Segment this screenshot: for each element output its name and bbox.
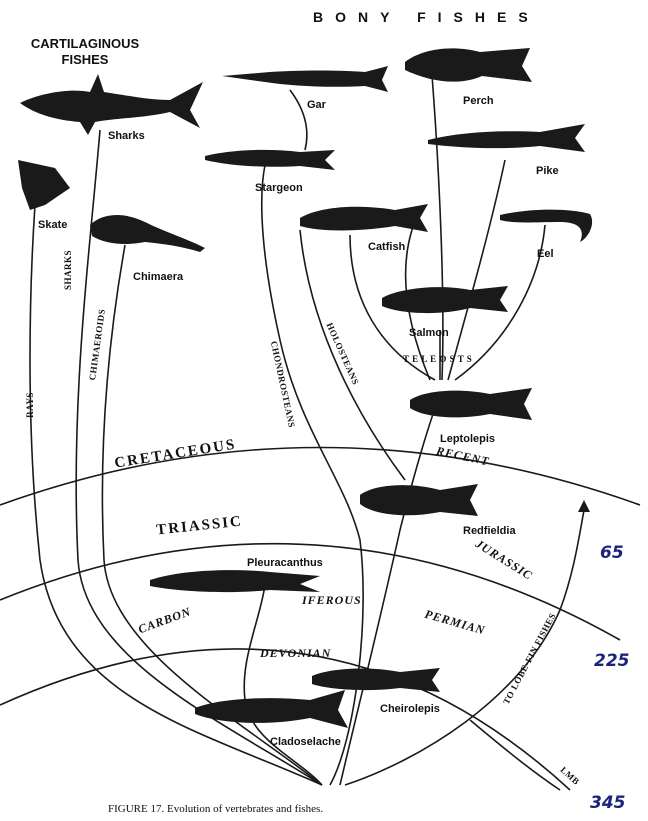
lineage-rays: RAYS bbox=[25, 392, 35, 418]
label-pleuracanthus: Pleuracanthus bbox=[247, 557, 323, 569]
handwritten-65: 65 bbox=[600, 543, 624, 563]
period-permian: PERMIAN bbox=[423, 607, 487, 638]
label-pike: Pike bbox=[536, 165, 559, 177]
branch-rays bbox=[30, 205, 322, 785]
period-cretaceous: CRETACEOUS bbox=[113, 437, 237, 472]
pleuracanthus-silhouette bbox=[150, 570, 320, 592]
label-chimaera: Chimaera bbox=[133, 271, 184, 283]
label-skate: Skate bbox=[38, 219, 67, 231]
catfish-silhouette bbox=[300, 204, 428, 232]
period-carbon: CARBON bbox=[136, 604, 193, 636]
leptolepis-silhouette bbox=[410, 388, 532, 420]
lineage-chimaeroids: CHIMAEROIDS bbox=[87, 308, 107, 381]
label-stargeon: Stargeon bbox=[255, 182, 303, 194]
branch-gar bbox=[290, 90, 307, 150]
skate-silhouette bbox=[18, 160, 70, 210]
period-iferous: IFEROUS bbox=[301, 593, 362, 607]
period-devonian: DEVONIAN bbox=[259, 646, 332, 660]
perch-silhouette bbox=[405, 48, 532, 82]
label-catfish: Catfish bbox=[368, 241, 406, 253]
branch-lobe-fin bbox=[345, 505, 585, 785]
stargeon-silhouette bbox=[205, 150, 335, 170]
label-perch: Perch bbox=[463, 95, 494, 107]
header-cartilaginous-line1: CARTILAGINOUS bbox=[31, 36, 140, 51]
header-cartilaginous-line2: FISHES bbox=[62, 52, 109, 67]
chimaera-silhouette bbox=[90, 215, 205, 252]
lineage-lobe-fin: TO LOBE-FIN FISHES bbox=[501, 611, 558, 706]
label-cladoselache: Cladoselache bbox=[270, 736, 341, 748]
period-jurassic: JURASSIC bbox=[472, 536, 535, 583]
label-leptolepis: Leptolepis bbox=[440, 433, 495, 445]
period-labels: CRETACEOUS RECENT TRIASSIC JURASSIC CARB… bbox=[113, 437, 535, 660]
label-gar: Gar bbox=[307, 99, 327, 111]
branch-lmb bbox=[470, 720, 560, 790]
lineage-branches bbox=[30, 75, 590, 790]
label-sharks: Sharks bbox=[108, 130, 145, 142]
lineage-teleosts: T E L E O S T S bbox=[403, 354, 472, 364]
figure-caption: FIGURE 17. Evolution of vertebrates and … bbox=[108, 803, 323, 815]
label-redfieldia: Redfieldia bbox=[463, 525, 516, 537]
period-recent: RECENT bbox=[434, 443, 491, 468]
lobe-fin-arrow bbox=[578, 500, 590, 512]
label-eel: Eel bbox=[537, 248, 554, 260]
lineage-sharks: SHARKS bbox=[63, 250, 73, 290]
period-triassic: TRIASSIC bbox=[156, 514, 244, 539]
salmon-silhouette bbox=[382, 286, 508, 313]
cheirolepis-silhouette bbox=[312, 668, 440, 692]
arc-recent-boundary bbox=[0, 448, 640, 506]
redfieldia-silhouette bbox=[360, 484, 478, 516]
label-salmon: Salmon bbox=[409, 327, 449, 339]
handwritten-marks: 65 225 345 bbox=[590, 543, 630, 813]
eel-silhouette bbox=[500, 210, 592, 242]
gar-silhouette bbox=[222, 66, 388, 92]
handwritten-225: 225 bbox=[594, 651, 630, 671]
handwritten-345: 345 bbox=[590, 793, 626, 813]
shark-silhouette bbox=[20, 74, 203, 135]
branch-chondrosteans bbox=[262, 165, 363, 785]
branch-pike bbox=[448, 160, 505, 380]
pike-silhouette bbox=[428, 124, 585, 152]
label-cheirolepis: Cheirolepis bbox=[380, 703, 440, 715]
header-bony-fishes: BONY FISHES bbox=[313, 9, 540, 25]
